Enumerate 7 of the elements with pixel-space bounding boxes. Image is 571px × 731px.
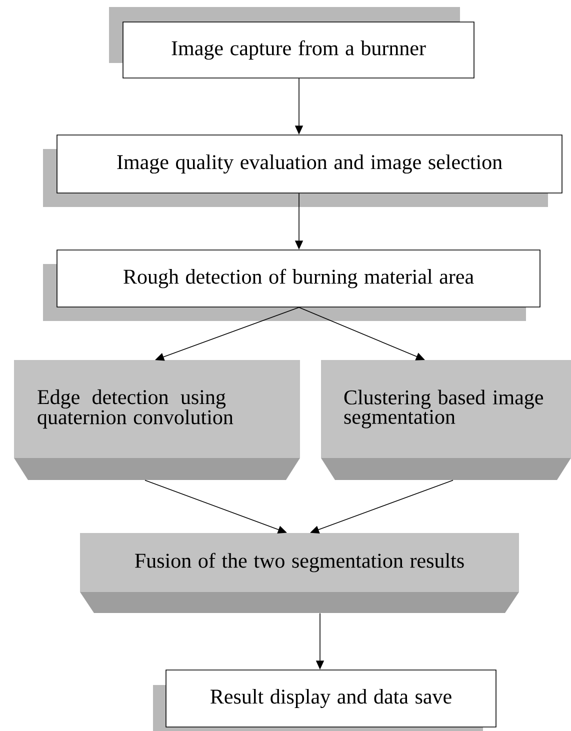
process-block: Edge detection using quaternion convolution	[14, 360, 300, 480]
process-box: Image capture from a burnner	[109, 7, 474, 78]
process-box: Rough detection of burning material area	[43, 250, 540, 321]
process-block: Clustering based image segmentation	[321, 360, 571, 480]
process-box: Result display and data save	[153, 670, 496, 731]
process-box: Image quality evaluation and image selection	[43, 134, 562, 207]
process-block: Fusion of the two segmentation results	[80, 533, 519, 613]
